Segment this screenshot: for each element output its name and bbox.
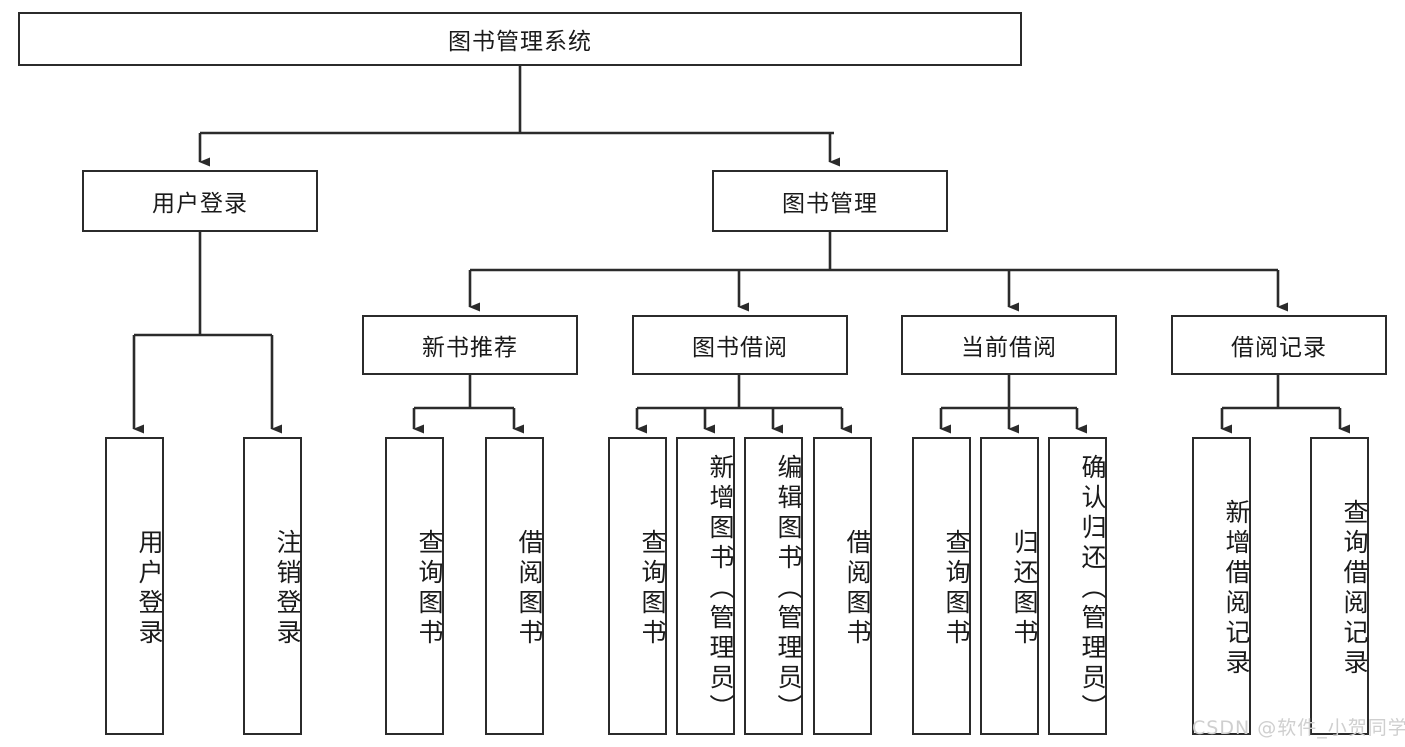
leaf-user-login[interactable]: 用户登录 (105, 437, 164, 735)
leaf-add-borrow-record[interactable]: 新增借阅记录 (1192, 437, 1251, 735)
leaf-query-book-recommend[interactable]: 查询图书 (385, 437, 444, 735)
node-current-borrow[interactable]: 当前借阅 (901, 315, 1117, 375)
node-user-login[interactable]: 用户登录 (82, 170, 318, 232)
node-new-book-recommend[interactable]: 新书推荐 (362, 315, 578, 375)
leaf-logout-login[interactable]: 注销登录 (243, 437, 302, 735)
node-book-borrow[interactable]: 图书借阅 (632, 315, 848, 375)
leaf-edit-book-admin[interactable]: 编辑图书（管理员） (744, 437, 803, 735)
leaf-query-book-current[interactable]: 查询图书 (912, 437, 971, 735)
node-root-book-management-system[interactable]: 图书管理系统 (18, 12, 1022, 66)
leaf-borrow-book-recommend[interactable]: 借阅图书 (485, 437, 544, 735)
leaf-borrow-book[interactable]: 借阅图书 (813, 437, 872, 735)
leaf-query-borrow-record[interactable]: 查询借阅记录 (1310, 437, 1369, 735)
leaf-add-book-admin[interactable]: 新增图书（管理员） (676, 437, 735, 735)
node-borrow-record[interactable]: 借阅记录 (1171, 315, 1387, 375)
leaf-return-book[interactable]: 归还图书 (980, 437, 1039, 735)
leaf-confirm-return-admin[interactable]: 确认归还（管理员） (1048, 437, 1107, 735)
node-book-management[interactable]: 图书管理 (712, 170, 948, 232)
watermark-csdn: CSDN @软件_小贺同学 (1192, 717, 1405, 739)
leaf-query-book-borrow[interactable]: 查询图书 (608, 437, 667, 735)
